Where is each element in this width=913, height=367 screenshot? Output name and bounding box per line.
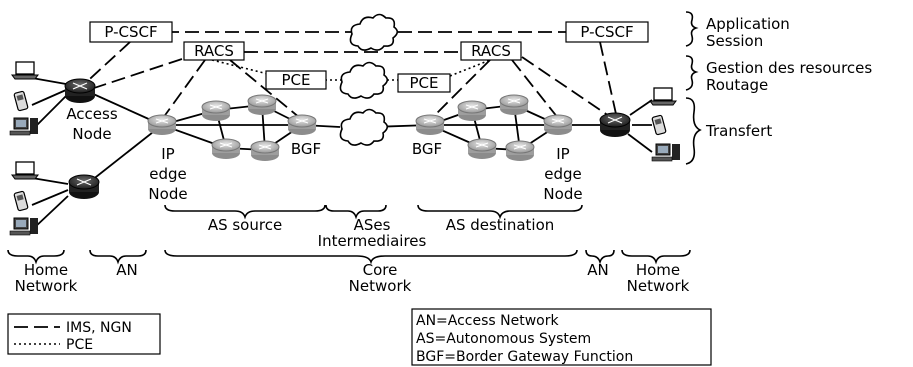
- bgf-left-label: BGF: [291, 140, 321, 158]
- router-icon: [457, 100, 487, 121]
- access-node-label-line2: Node: [72, 125, 111, 143]
- pce-links: [211, 59, 491, 81]
- access-router-right-icon: [599, 112, 631, 137]
- layer-session: Session: [706, 32, 763, 50]
- home-right-line2: Network: [627, 277, 690, 295]
- bgf-right-label: BGF: [412, 140, 442, 158]
- layer-braces: [685, 11, 702, 165]
- segment-braces: [7, 249, 691, 265]
- cloud-icon-transit: [339, 108, 389, 146]
- pce-right-label: PCE: [410, 74, 439, 92]
- as-braces: [164, 204, 583, 220]
- router-icon: [499, 94, 529, 115]
- core-line2: Network: [349, 277, 412, 295]
- home-router-icon: [68, 174, 100, 199]
- pce-left-box: PCE: [265, 70, 327, 90]
- an-left-label: AN: [116, 261, 137, 279]
- racs-right-box: RACS: [460, 41, 522, 61]
- router-icon: [147, 114, 177, 135]
- racs-left-label: RACS: [194, 42, 234, 60]
- as-destination-label: AS destination: [446, 216, 555, 234]
- ases-label-line2: Intermediaires: [318, 232, 427, 250]
- ip-edge-right-line1: IP: [556, 145, 569, 163]
- cloud-icon-ims: [349, 13, 399, 51]
- pce-left-label: PCE: [282, 71, 311, 89]
- legend-pce-label: PCE: [66, 337, 93, 353]
- abbrev-as: AS=Autonomous System: [416, 331, 591, 347]
- router-icon: [247, 94, 277, 115]
- layer-routage: Routage: [706, 76, 768, 94]
- router-icon: [211, 138, 241, 159]
- router-icon: [467, 138, 497, 159]
- ip-edge-left-line3: Node: [148, 185, 187, 203]
- home-left-line2: Network: [15, 277, 78, 295]
- router-icon: [505, 140, 535, 161]
- layer-gestion: Gestion des resources: [706, 59, 872, 77]
- core-line1: Core: [363, 261, 398, 279]
- laptop-icon: [649, 87, 677, 106]
- mobile-phone-icon: [13, 90, 29, 112]
- abbreviation-legend: AN=Access Network AS=Autonomous System B…: [411, 308, 712, 366]
- cloud-icon-pce: [339, 61, 389, 99]
- ip-edge-right-line2: edge: [544, 165, 582, 183]
- racs-left-box: RACS: [183, 41, 245, 61]
- abbrev-an: AN=Access Network: [416, 313, 560, 329]
- abbrev-bgf: BGF=Border Gateway Function: [416, 349, 633, 365]
- pcscf-left-label: P-CSCF: [104, 23, 157, 41]
- router-icon: [250, 140, 280, 161]
- ip-edge-right-line3: Node: [543, 185, 582, 203]
- layer-transfert: Transfert: [705, 122, 772, 140]
- laptop-icon: [11, 61, 39, 80]
- ip-edge-left-line2: edge: [149, 165, 187, 183]
- racs-right-label: RACS: [471, 42, 511, 60]
- ip-edge-left-line1: IP: [161, 145, 174, 163]
- pcscf-right-box: P-CSCF: [565, 21, 649, 43]
- router-icon: [415, 114, 445, 135]
- pcscf-left-box: P-CSCF: [89, 21, 173, 43]
- home-right-line1: Home: [636, 261, 680, 279]
- laptop-icon: [11, 161, 39, 180]
- ases-label-line1: ASes: [354, 216, 391, 234]
- an-right-label: AN: [587, 261, 608, 279]
- router-icon: [201, 100, 231, 121]
- as-source-label: AS source: [208, 216, 282, 234]
- mobile-phone-icon: [13, 190, 29, 212]
- home-left-line1: Home: [24, 261, 68, 279]
- line-legend: IMS, NGN PCE: [7, 313, 161, 355]
- router-icon: [543, 114, 573, 135]
- access-node-label-line1: Access: [66, 105, 118, 123]
- as-routers: [147, 94, 573, 161]
- router-icon: [287, 114, 317, 135]
- desktop-computer-icon: [9, 117, 38, 136]
- mobile-phone-icon: [651, 114, 667, 136]
- layer-application: Application: [706, 15, 790, 33]
- desktop-computer-icon: [9, 217, 38, 236]
- access-router-icon: [64, 78, 96, 103]
- pcscf-right-label: P-CSCF: [580, 23, 633, 41]
- ims-links: [79, 31, 617, 119]
- pce-right-box: PCE: [397, 73, 451, 93]
- desktop-computer-icon: [651, 143, 680, 162]
- legend-ims-label: IMS, NGN: [66, 320, 132, 336]
